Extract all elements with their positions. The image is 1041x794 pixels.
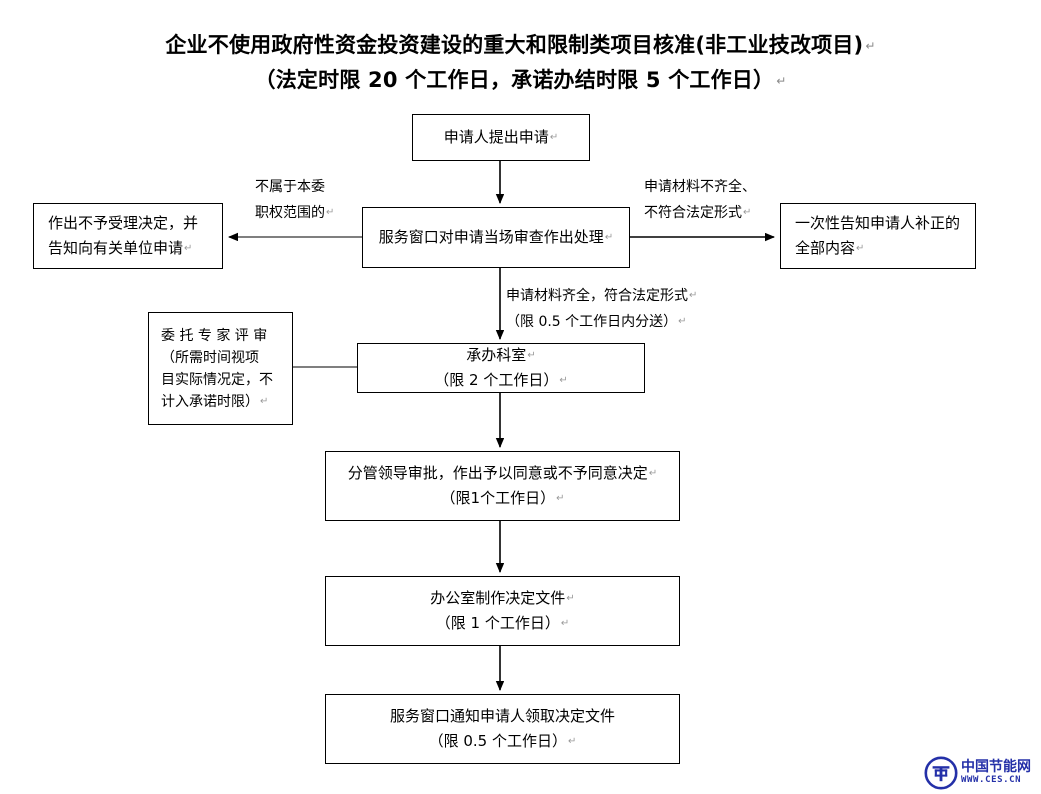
pilcrow-mark: ↵ (568, 736, 577, 747)
pilcrow-mark: ↵ (260, 395, 269, 407)
ces-circle-logo-icon (924, 756, 958, 790)
node-line: 全部内容↵ (795, 236, 864, 261)
edge-label-text: （限 0.5 个工作日内分送） (506, 314, 678, 330)
title-line-1-text: 企业不使用政府性资金投资建设的重大和限制类项目核准(非工业技改项目) (165, 33, 864, 57)
pilcrow-mark: ↵ (604, 232, 614, 243)
node-line: 办公室制作决定文件↵ (430, 586, 574, 611)
edge-label-text: 申请材料齐全，符合法定形式 (506, 288, 688, 304)
pilcrow-mark: ↵ (566, 593, 575, 604)
edge-label-not-jurisdiction: 不属于本委 职权范围的↵ (255, 175, 334, 226)
pilcrow-mark: ↵ (689, 290, 698, 301)
pilcrow-mark: ↵ (549, 132, 559, 143)
node-text: 分管领导审批，作出予以同意或不予同意决定 (347, 464, 648, 482)
pilcrow-mark: ↵ (743, 207, 752, 218)
edge-label-line: 不属于本委 (255, 179, 325, 195)
node-line: （限 2 个工作日）↵ (434, 368, 567, 393)
node-line: （限 1 个工作日）↵ (436, 611, 569, 636)
watermark-text: 中国节能网 WWW.CES.CN (961, 760, 1031, 786)
node-line: 承办科室↵ (466, 343, 535, 368)
site-watermark: 中国节能网 WWW.CES.CN (924, 754, 1036, 792)
node-handling-section[interactable]: 承办科室↵ （限 2 个工作日）↵ (357, 343, 645, 393)
pilcrow-mark: ↵ (776, 74, 787, 88)
edge-label-incomplete-materials: 申请材料不齐全、 不符合法定形式↵ (644, 175, 756, 226)
edge-label-complete-materials: 申请材料齐全，符合法定形式↵ （限 0.5 个工作日内分送）↵ (506, 283, 697, 335)
title-line-2: （法定时限 20 个工作日，承诺办结时限 5 个工作日）↵ (0, 63, 1041, 98)
edge-label-line: 不符合法定形式↵ (644, 200, 756, 226)
node-expert-review[interactable]: 委 托 专 家 评 审 （所需时间视项 目实际情况定，不 计入承诺时限）↵ (148, 312, 293, 425)
pilcrow-mark: ↵ (527, 350, 536, 361)
node-line: 目实际情况定，不 (161, 371, 273, 388)
node-text: 办公室制作决定文件 (430, 589, 566, 607)
title-line-2-text: （法定时限 20 个工作日，承诺办结时限 5 个工作日） (254, 68, 775, 92)
pilcrow-mark: ↵ (184, 243, 193, 254)
node-line: 计入承诺时限）↵ (161, 391, 268, 413)
node-line: 分管领导审批，作出予以同意或不予同意决定↵ (348, 461, 657, 486)
watermark-site-url: WWW.CES.CN (961, 775, 1022, 785)
node-line: 服务窗口通知申请人领取决定文件 (389, 707, 615, 725)
edge-label-line: 申请材料不齐全、 (644, 179, 756, 195)
node-line: 一次性告知申请人补正的 (795, 214, 961, 232)
pilcrow-mark: ↵ (856, 243, 865, 254)
node-line: （所需时间视项 (161, 349, 259, 366)
node-text: 计入承诺时限） (161, 393, 259, 410)
pilcrow-mark: ↵ (556, 493, 565, 504)
node-reject-decision[interactable]: 作出不予受理决定，并 告知向有关单位申请↵ (33, 203, 223, 269)
node-line: （限1个工作日）↵ (441, 486, 565, 511)
pilcrow-mark: ↵ (560, 618, 570, 629)
node-text: （限 2 个工作日） (434, 371, 559, 389)
node-text: （限1个工作日） (440, 489, 556, 507)
node-service-window-review[interactable]: 服务窗口对申请当场审查作出处理↵ (362, 207, 630, 268)
node-leader-approval[interactable]: 分管领导审批，作出予以同意或不予同意决定↵ （限1个工作日）↵ (325, 451, 680, 521)
node-text: 服务窗口对申请当场审查作出处理 (378, 228, 604, 246)
edge-label-line: 申请材料齐全，符合法定形式↵ (506, 283, 697, 309)
node-line: 服务窗口对申请当场审查作出处理↵ (379, 225, 613, 250)
node-applicant-submits[interactable]: 申请人提出申请↵ (412, 114, 590, 161)
edge-label-line: （限 0.5 个工作日内分送）↵ (506, 309, 697, 335)
node-text: 承办科室 (466, 346, 527, 364)
node-line: 告知向有关单位申请↵ (48, 236, 192, 261)
node-line: 委 托 专 家 评 审 (161, 327, 268, 344)
pilcrow-mark: ↵ (648, 468, 658, 479)
node-one-time-notification[interactable]: 一次性告知申请人补正的 全部内容↵ (780, 203, 976, 269)
pilcrow-mark: ↵ (865, 39, 876, 53)
pilcrow-mark: ↵ (326, 207, 335, 218)
node-line: 作出不予受理决定，并 (48, 214, 199, 232)
title-line-1: 企业不使用政府性资金投资建设的重大和限制类项目核准(非工业技改项目)↵ (0, 28, 1041, 63)
node-text: （限 0.5 个工作日） (428, 732, 567, 750)
edge-label-text: 不符合法定形式 (644, 205, 742, 221)
edge-label-line: 职权范围的↵ (255, 200, 334, 226)
page-title: 企业不使用政府性资金投资建设的重大和限制类项目核准(非工业技改项目)↵ （法定时… (0, 28, 1041, 98)
node-text: 告知向有关单位申请 (48, 239, 184, 257)
node-office-prepares-document[interactable]: 办公室制作决定文件↵ （限 1 个工作日）↵ (325, 576, 680, 646)
node-notify-applicant-collect[interactable]: 服务窗口通知申请人领取决定文件 （限 0.5 个工作日）↵ (325, 694, 680, 764)
node-text: （限 1 个工作日） (435, 614, 560, 632)
node-line: （限 0.5 个工作日）↵ (429, 729, 577, 754)
node-text: 申请人提出申请 (443, 128, 549, 146)
watermark-site-name: 中国节能网 (961, 759, 1031, 775)
node-line: 申请人提出申请↵ (444, 125, 558, 150)
edge-label-text: 职权范围的 (255, 205, 325, 221)
node-text: 全部内容 (795, 239, 856, 257)
pilcrow-mark: ↵ (678, 316, 687, 327)
pilcrow-mark: ↵ (559, 375, 568, 386)
